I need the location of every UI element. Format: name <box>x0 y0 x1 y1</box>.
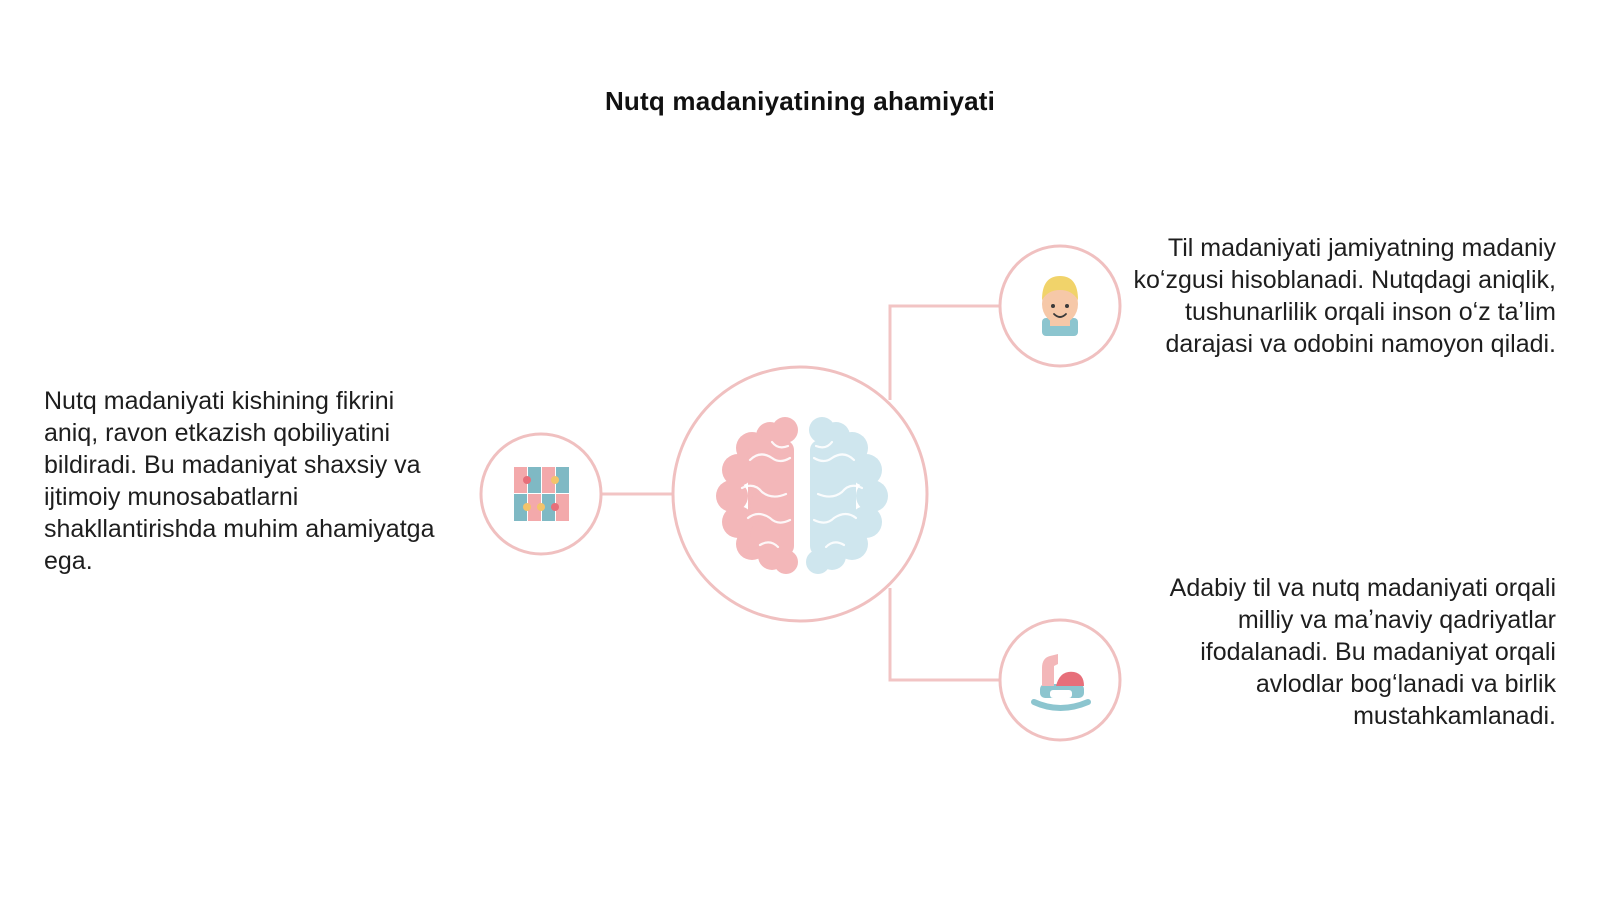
top-right-node-text: Til madaniyati jamiyatning madaniy koʻzg… <box>1133 234 1557 358</box>
bottom-right-node-text: Adabiy til va nutq madaniyati orqali mil… <box>1169 574 1556 730</box>
connectors <box>600 304 1000 682</box>
puzzle-icon <box>514 467 569 521</box>
connector-top-right <box>888 304 1000 400</box>
child-face-icon <box>1042 276 1078 336</box>
brain-icon <box>716 417 888 574</box>
page-title: Nutq madaniyatining ahamiyati <box>604 86 996 116</box>
connector-bottom-right <box>888 588 1000 682</box>
left-node-text: Nutq madaniyati kishining fikrini aniq, … <box>44 387 435 575</box>
rocking-horse-icon <box>1031 654 1091 711</box>
